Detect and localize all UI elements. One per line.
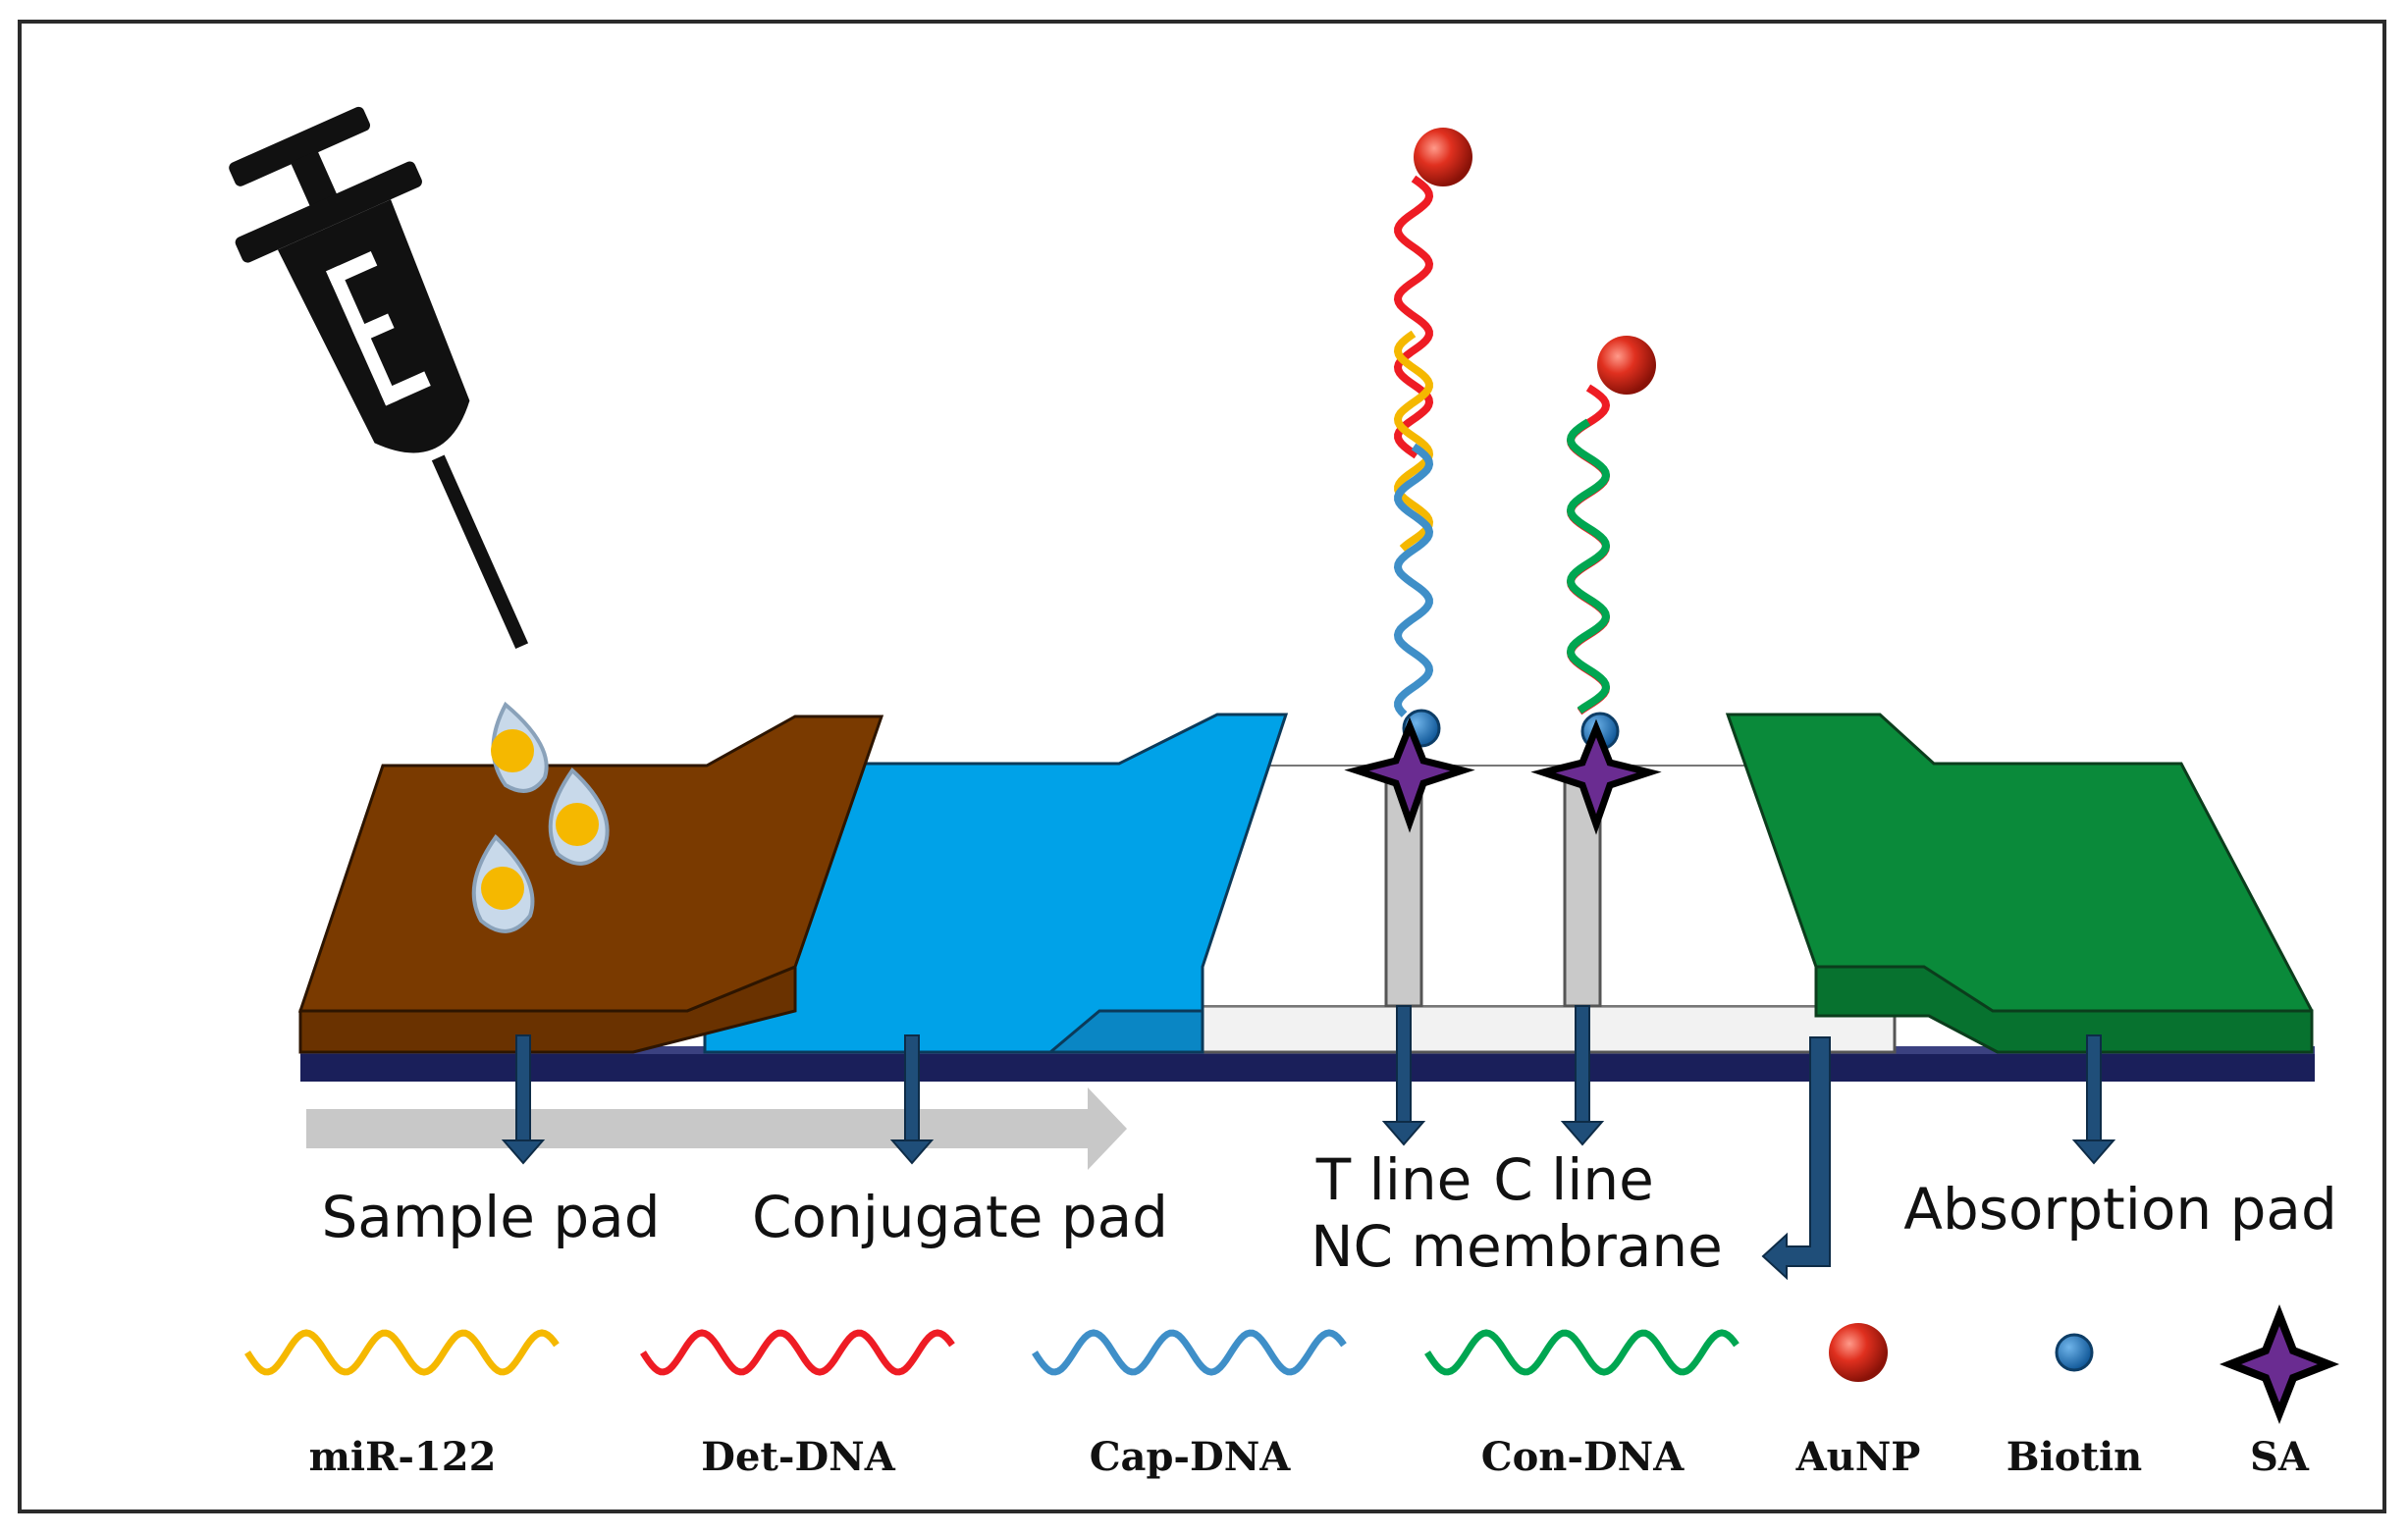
droplet-icon (471, 833, 535, 933)
c-line-con-dna-strand (1566, 418, 1611, 715)
legend-sa-label: SA (2250, 1434, 2310, 1480)
conjugate-pad-label: Conjugate pad (752, 1184, 1168, 1250)
t-line-det-dna-strand (1393, 175, 1434, 459)
legend-item-aunp: AuNP (1795, 1323, 1921, 1480)
syringe-icon (229, 106, 529, 650)
legend-biotin-swatch (2055, 1333, 2094, 1372)
legend-aunp-label: AuNP (1795, 1434, 1921, 1480)
absorption-pad-arrow-icon (2071, 1034, 2116, 1165)
c-line-aunp (1597, 336, 1656, 395)
flow-direction-arrow-icon (306, 1087, 1127, 1170)
nc-membrane-label: NC membrane (1311, 1213, 1723, 1280)
c-line-arrow-icon (1560, 1005, 1605, 1146)
conjugate-pad-arrow-icon (889, 1034, 935, 1165)
c-line-complex (1530, 336, 1662, 835)
pointer-arrows (501, 1005, 2116, 1281)
legend-det_dna-label: Det-DNA (701, 1434, 895, 1480)
sample-pad (297, 715, 884, 1054)
c-line-label: C line (1493, 1146, 1654, 1213)
legend-item-mir122: miR-122 (244, 1329, 560, 1480)
t-line-complex (1344, 128, 1475, 833)
legend-aunp-swatch (1829, 1323, 1888, 1382)
t-line-label: T line (1315, 1146, 1472, 1213)
t-line-sa-star (1344, 716, 1475, 833)
legend: miR-122 Det-DNA Cap-DNA Con-DNA AuNP Biotin SA (244, 1303, 2340, 1480)
absorption-pad-label: Absorption pad (1903, 1176, 2337, 1243)
legend-item-sa: SA (2219, 1303, 2340, 1480)
legend-det_dna-swatch (640, 1329, 955, 1376)
droplet-icon (548, 767, 610, 866)
legend-mir122-swatch (244, 1329, 560, 1376)
legend-sa-swatch (2219, 1303, 2340, 1425)
sample-pad-arrow-icon (501, 1034, 546, 1165)
legend-biotin-label: Biotin (2007, 1434, 2142, 1480)
t-line-aunp (1414, 128, 1472, 186)
absorption-pad (1725, 713, 2314, 1054)
nc-membrane-arrow-icon (1761, 1036, 1831, 1281)
legend-item-det_dna: Det-DNA (640, 1329, 955, 1480)
legend-cap_dna-label: Cap-DNA (1090, 1434, 1292, 1480)
legend-con_dna-swatch (1424, 1329, 1739, 1376)
legend-cap_dna-swatch (1032, 1329, 1347, 1376)
sample-pad-label: Sample pad (321, 1184, 660, 1250)
t-line-cap-dna-strand (1393, 443, 1434, 717)
legend-item-con_dna: Con-DNA (1424, 1329, 1739, 1480)
t-line-arrow-icon (1381, 1005, 1426, 1146)
legend-item-biotin: Biotin (2007, 1333, 2142, 1480)
legend-mir122-label: miR-122 (309, 1434, 497, 1480)
t-line-mir122-strand (1393, 330, 1434, 552)
legend-con_dna-label: Con-DNA (1481, 1434, 1685, 1480)
legend-item-cap_dna: Cap-DNA (1032, 1329, 1347, 1480)
c-line-sa-star (1530, 718, 1662, 835)
droplet-icon (491, 701, 549, 793)
